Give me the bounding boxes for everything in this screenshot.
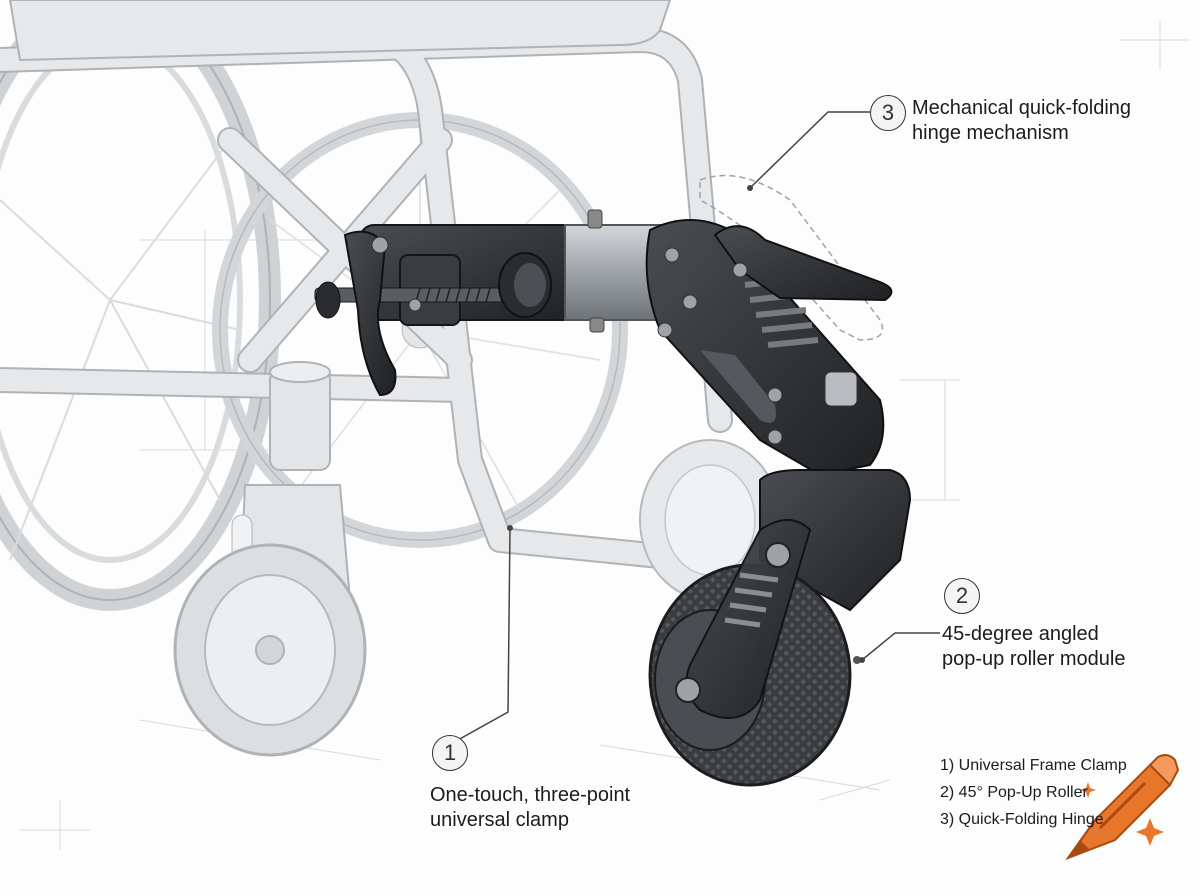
front-caster [173,484,367,757]
callout-number-1: 1 [432,735,468,771]
callout-3-line-2: hinge mechanism [912,122,1069,144]
callout-3-line-1: Mechanical quick-folding [912,97,1132,119]
legend: 1) Universal Frame Clamp 2) 45° Pop-Up R… [940,752,1127,833]
crayon-icon [1065,754,1180,861]
callout-number-3: 3 [870,95,906,131]
callout-2-line-1: 45-degree angled [942,623,1099,645]
callout-2-line-2: pop-up roller module [942,648,1126,670]
legend-item-1: 1) Universal Frame Clamp [940,757,1127,774]
quick-folding-hinge [645,219,893,477]
legend-item-3: 3) Quick-Folding Hinge [940,811,1104,828]
callout-1-line-1: One-touch, three-point [430,784,631,806]
pop-up-roller-module [648,469,912,787]
callout-number-2: 2 [944,578,980,614]
seat [8,0,672,62]
callout-1-line-2: universal clamp [430,809,569,831]
leader-dots [507,185,865,663]
callout-text-1: One-touch, three-point universal clamp [430,783,630,833]
callout-text-3: Mechanical quick-folding hinge mechanism [912,96,1131,146]
folded-position-outline [699,174,884,341]
legend-item-2: 2) 45° Pop-Up Roller [940,784,1088,801]
leader-lines [439,111,940,751]
callout-text-2: 45-degree angled pop-up roller module [942,622,1125,672]
